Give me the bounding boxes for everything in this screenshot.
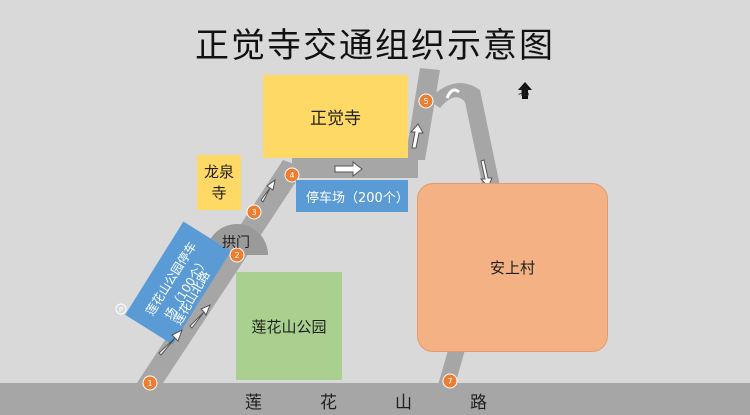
arrow-icon [189,304,211,329]
marker-7: 7 [442,373,458,389]
parking-lot-2: 莲花山公园停车 场（100个） [125,221,231,345]
parking-p-icon: P [115,303,127,315]
longquan-label-2: 寺 [211,183,227,202]
svg-text:7: 7 [447,377,452,386]
arrow-icon [260,178,276,203]
marker-2: 2 [229,247,245,263]
road-to-5 [405,68,440,160]
arrow-icon [334,160,363,178]
arch-label: 拱门 [222,235,250,251]
loop-road [428,82,505,386]
lianhuashan-park-area: 莲花山公园 [236,272,342,380]
longquan-temple-area: 龙泉 寺 [197,155,241,210]
road-char: 路 [470,393,487,413]
anshang-village-area: 安上村 [417,183,608,352]
road-char: 花 [320,393,337,413]
arrow-icon [158,328,183,356]
svg-text:1: 1 [147,379,152,388]
zhengjue-temple-area: 正觉寺 [263,75,408,158]
direction-arrows [158,123,493,356]
u-turn-icon [445,88,460,99]
main-road [0,383,750,415]
parking-lot-1: 停车场（200个） [296,180,409,212]
page-title: 正觉寺交通组织示意图 [195,26,555,66]
marker-1: 1 [142,375,158,391]
north-arrow-icon [518,82,532,99]
svg-text:P: P [119,306,123,314]
svg-text:3: 3 [251,208,256,217]
road-char: 莲 [245,393,262,413]
road-char: 山 [395,393,412,413]
main-road-label: 莲花山路 [245,388,545,413]
marker-5: 5 [418,93,434,109]
svg-text:2: 2 [234,251,239,260]
north-label: 北 [518,85,529,98]
longquan-label-1: 龙泉 [203,162,234,181]
svg-text:4: 4 [289,171,294,180]
marker-3: 3 [246,204,262,220]
marker-4: 4 [284,167,300,183]
parking1-label: 停车场（200个） [306,190,409,206]
svg-text:5: 5 [423,97,428,106]
arrow-icon [409,123,424,149]
